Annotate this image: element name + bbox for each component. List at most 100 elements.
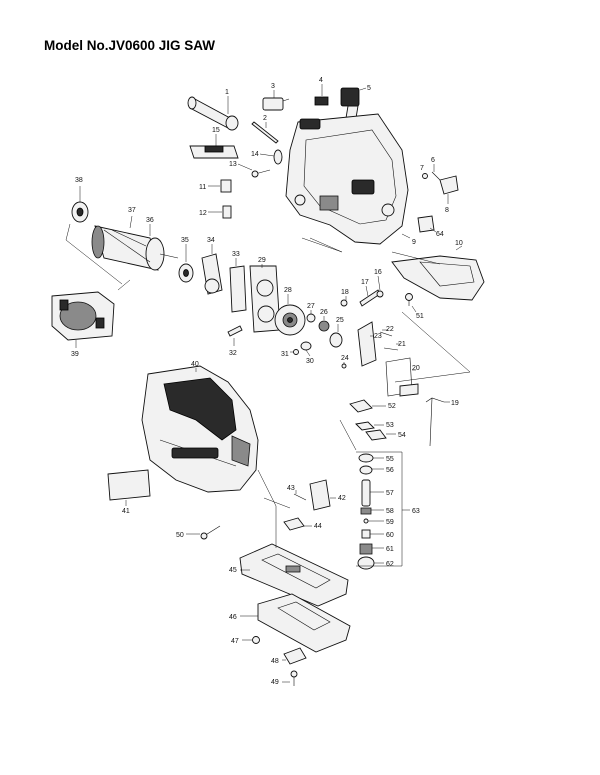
part-hex-wrench [425,397,445,447]
svg-text:4: 4 [319,77,323,84]
svg-text:15: 15 [212,127,220,134]
svg-text:42: 42 [338,495,346,502]
svg-text:61: 61 [386,546,394,553]
callout-29: 29 [258,257,266,268]
part-armature [91,225,179,271]
callout-37: 37 [128,207,136,229]
callout-45: 45 [229,567,250,574]
callout-44: 44 [304,523,322,530]
svg-text:20: 20 [412,365,420,372]
svg-text:53: 53 [386,422,394,429]
part-32 [227,325,243,337]
callout-60: 60 [370,532,394,539]
svg-text:36: 36 [146,217,154,224]
part-16 [376,290,384,298]
callout-48: 48 [271,658,286,665]
callout-49: 49 [271,679,290,686]
svg-text:49: 49 [271,679,279,686]
part-62 [357,556,375,570]
svg-text:11: 11 [199,184,206,191]
callout-59: 59 [368,519,394,526]
svg-text:47: 47 [231,638,239,645]
callout-56: 56 [372,467,394,474]
svg-text:13: 13 [229,161,237,168]
svg-text:56: 56 [386,467,394,474]
svg-text:6: 6 [431,157,435,164]
part-23 [357,321,377,367]
svg-text:41: 41 [122,508,130,515]
svg-text:46: 46 [229,614,237,621]
callout-63: 63 [356,451,420,567]
part-44 [283,517,305,531]
callout-61: 61 [372,546,394,553]
svg-text:17: 17 [361,279,369,286]
callout-35: 35 [181,237,189,262]
part-48 [283,647,307,665]
callout-52: 52 [372,403,396,410]
part-blade-holder-20 [385,357,419,397]
callout-46: 46 [229,614,258,621]
svg-text:58: 58 [386,508,394,515]
callout-47: 47 [231,638,252,645]
svg-text:50: 50 [176,532,184,539]
callout-40: 40 [191,361,199,372]
svg-text:39: 39 [71,351,79,358]
part-31 [293,349,299,355]
callout-36: 36 [146,217,154,236]
svg-text:57: 57 [386,490,394,497]
svg-text:3: 3 [271,83,275,90]
part-52 [349,399,373,413]
part-55 [358,453,374,463]
callout-5: 5 [359,85,371,92]
callout-43: 43 [287,485,297,494]
svg-text:7: 7 [420,165,424,172]
part-29 [249,265,281,333]
callout-28: 28 [284,287,292,304]
svg-text:52: 52 [388,403,396,410]
callout-3: 3 [271,83,275,98]
callout-20: 20 [412,365,420,372]
callout-26: 26 [320,309,328,320]
svg-text:38: 38 [75,177,83,184]
svg-text:28: 28 [284,287,292,294]
svg-text:9: 9 [412,239,416,246]
svg-text:24: 24 [341,355,349,362]
part-ball-bearing-38 [71,201,89,223]
svg-text:44: 44 [314,523,322,530]
callout-2: 2 [263,115,267,128]
callout-33: 33 [232,251,240,266]
svg-text:48: 48 [271,658,279,665]
part-54 [365,429,387,441]
part-24 [341,363,347,369]
part-base-plate [257,593,351,653]
svg-text:18: 18 [341,289,349,296]
svg-text:40: 40 [191,361,199,368]
part-7 [422,173,428,179]
part-34 [201,253,223,295]
part-screw-51 [405,293,413,306]
svg-text:51: 51 [416,313,424,320]
svg-text:59: 59 [386,519,394,526]
callout-13: 13 [229,161,253,171]
part-18 [340,299,348,307]
part-12 [222,205,232,219]
part-rear-cover [391,255,485,301]
part-screw-49 [290,670,298,686]
part-field [51,291,115,341]
part-14 [273,149,283,165]
part-21 [383,347,399,351]
callout-27: 27 [307,303,315,314]
callout-32: 32 [229,338,237,357]
part-cord-guard [187,96,239,131]
svg-text:60: 60 [386,532,394,539]
part-61 [359,543,373,555]
callout-58: 58 [371,508,394,515]
svg-text:10: 10 [455,240,463,247]
part-name-plate-41 [107,469,151,501]
svg-text:54: 54 [398,432,406,439]
callout-16: 16 [374,269,382,291]
part-64 [417,215,435,233]
part-ball-bearing-35 [178,263,194,283]
svg-text:64: 64 [436,231,444,238]
